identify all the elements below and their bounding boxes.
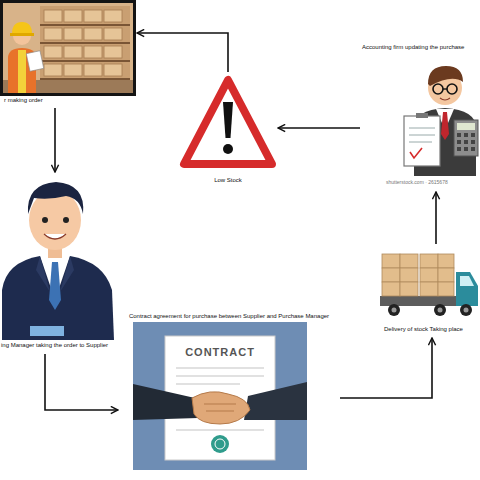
step-caption: Delivery of stock Taking place [384, 326, 478, 333]
flow-arrow [45, 354, 118, 410]
manager-step: ing Manager taking the order to Supplier [0, 172, 124, 354]
step-caption: Low Stock [178, 177, 278, 184]
flow-arrow [54, 108, 56, 172]
warehouse-picture [2, 2, 135, 95]
step-caption: r making order [4, 97, 132, 104]
warning-triangle [184, 80, 272, 164]
contract-picture [133, 322, 307, 470]
contract-step: Contract agreement for purchase between … [118, 310, 340, 472]
flow-arrow [137, 33, 228, 72]
order-step: r making order [0, 0, 137, 108]
delivery-step: Delivery of stock Taking place [376, 244, 480, 338]
accountant-picture [404, 66, 478, 176]
step-caption: Contract agreement for purchase between … [118, 313, 340, 320]
step-caption: ing Manager taking the order to Supplier [1, 342, 123, 349]
document-title: CONTRACT [170, 346, 270, 359]
flow-arrow [435, 192, 437, 244]
accounting-step: Accounting firm updating the purchase [360, 42, 480, 192]
flow-arrow [340, 338, 432, 398]
manager-picture [2, 182, 114, 340]
flow-arrow [278, 127, 360, 129]
watermark: shutterstock.com · 2615678 [386, 180, 480, 186]
step-caption: Accounting firm updating the purchase [362, 44, 478, 51]
truck-picture [380, 254, 478, 316]
alert-step: Low Stock [178, 72, 278, 188]
